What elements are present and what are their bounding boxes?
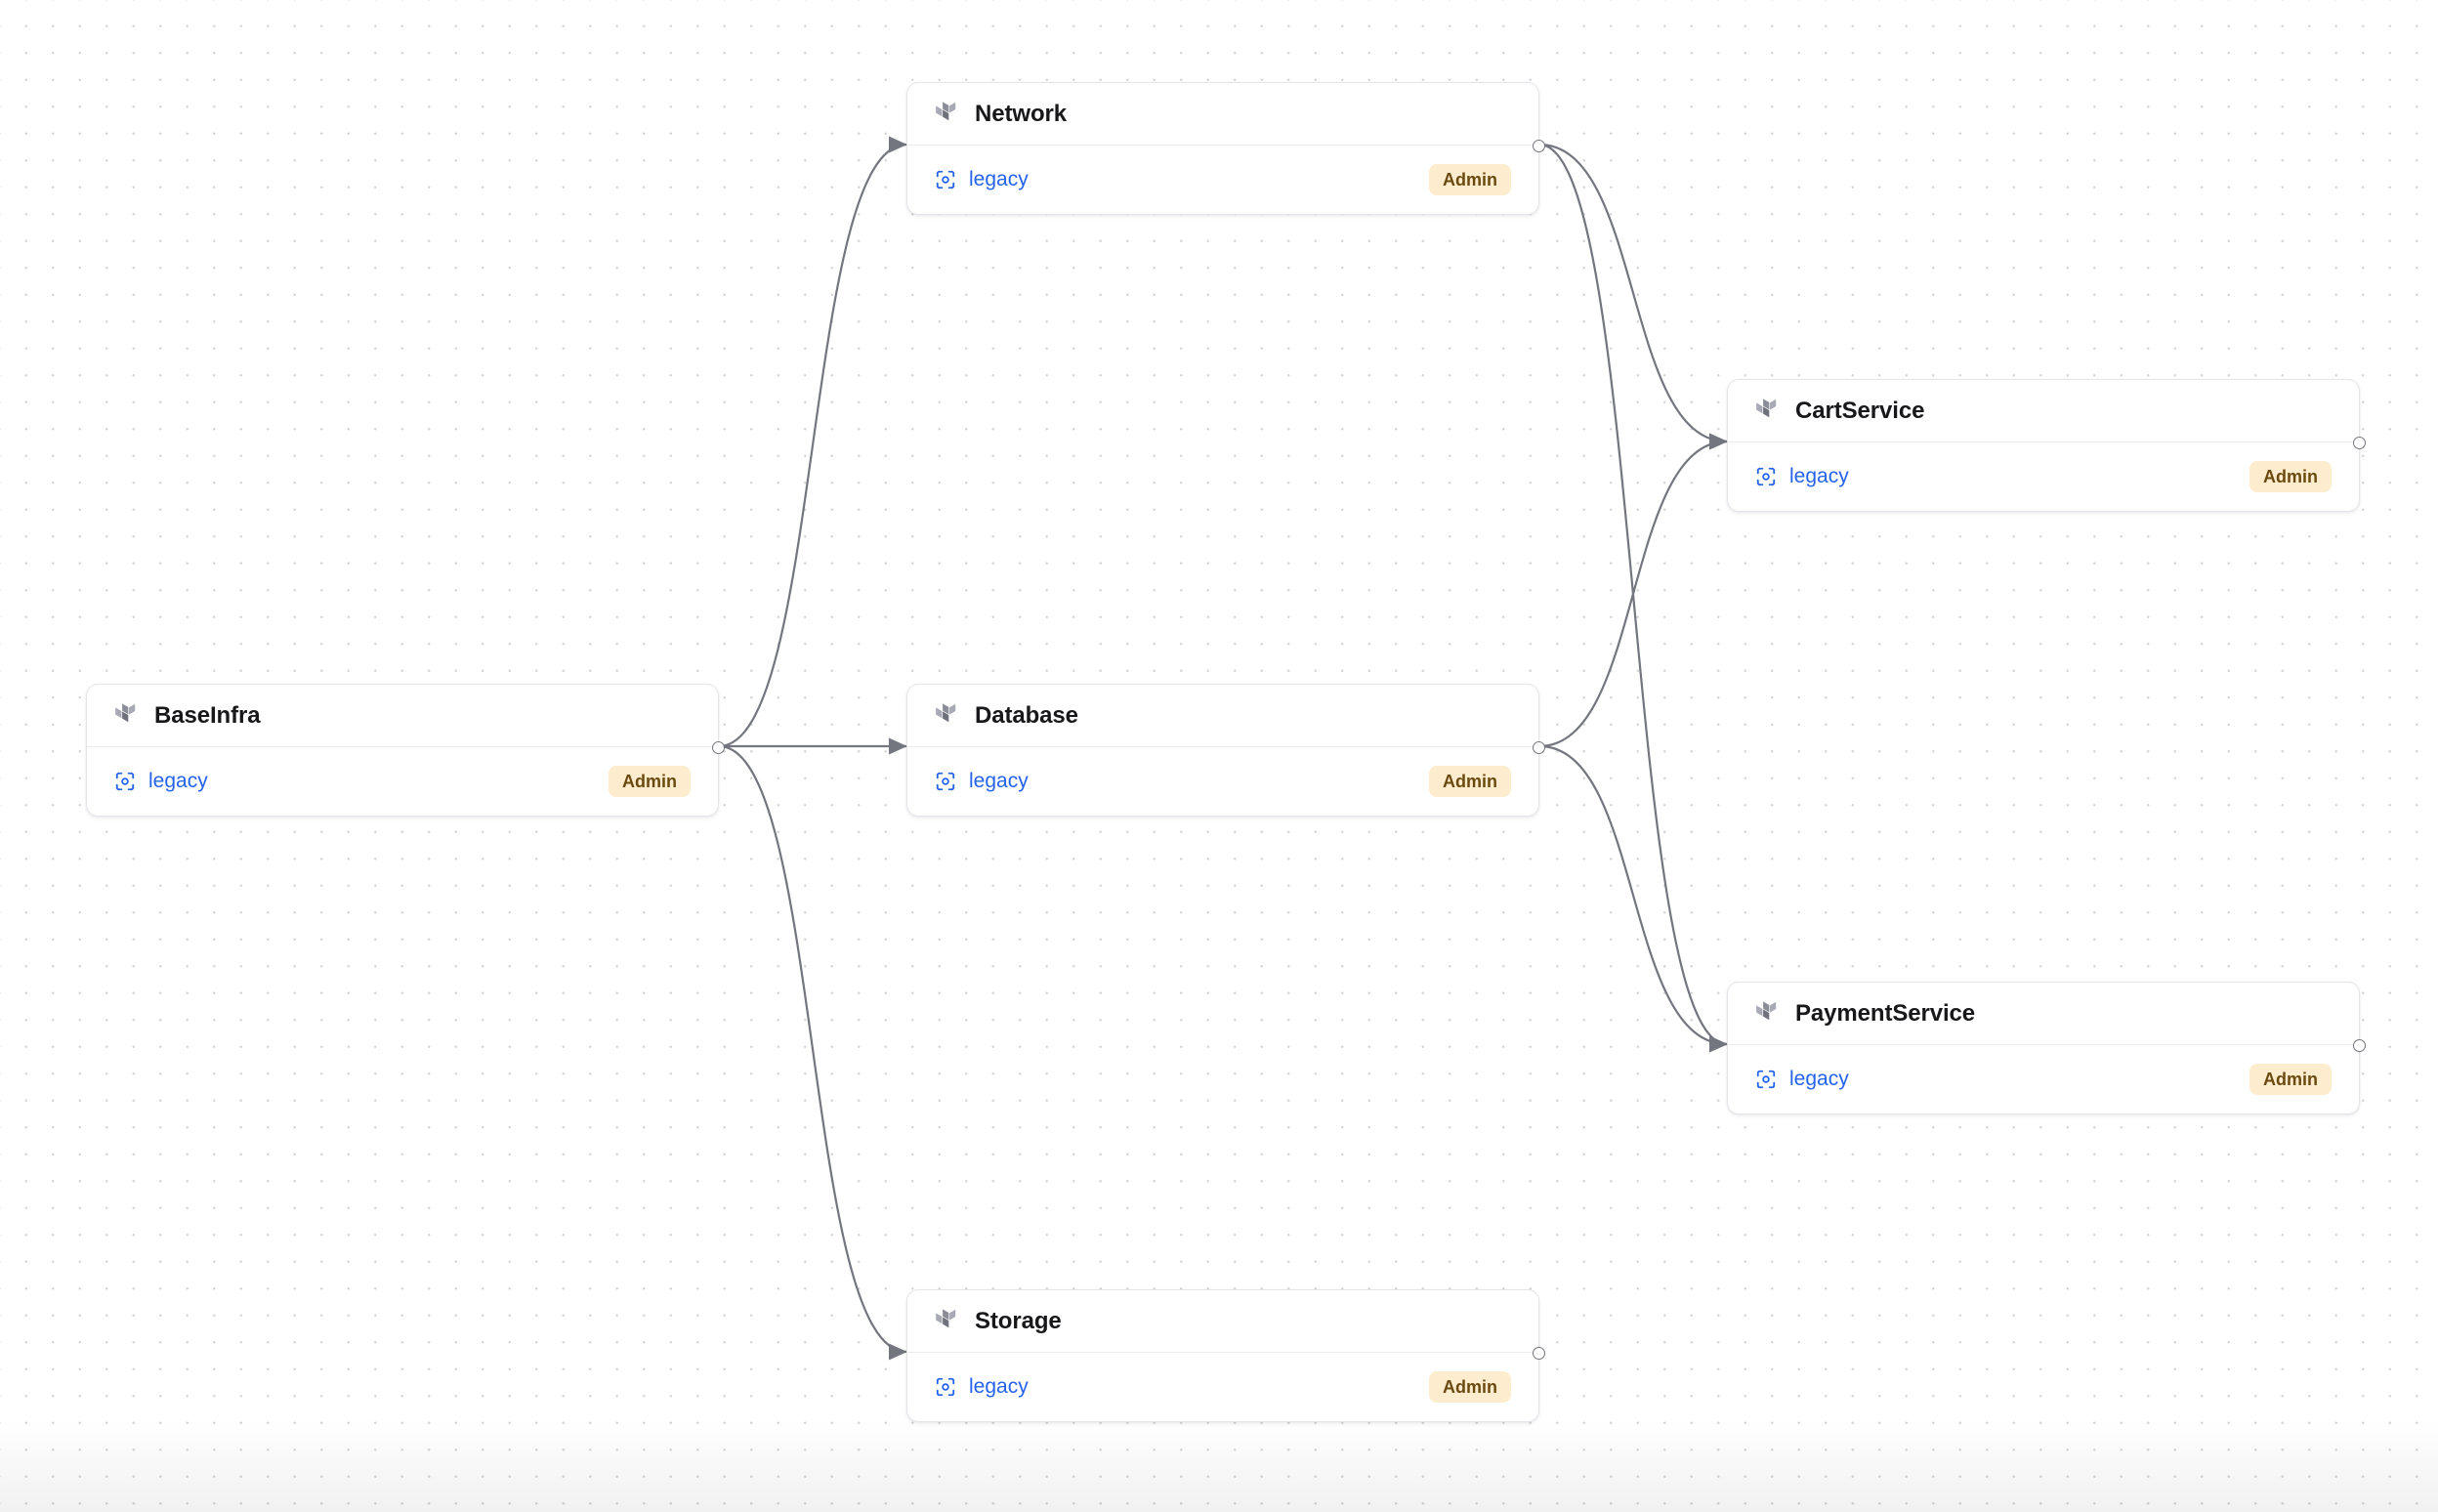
node-body: legacy Admin [907,146,1538,214]
graph-node-database[interactable]: Database legacy Admin [906,684,1545,817]
source-handle[interactable] [1533,139,1545,152]
source-handle[interactable] [2353,436,2366,449]
workspace-link[interactable]: legacy [935,1375,1029,1399]
workspace-link[interactable]: legacy [1755,465,1849,488]
scan-target-icon [1756,1070,1776,1089]
graph-node-storage[interactable]: Storage legacy Admin [906,1289,1545,1422]
status-badge: Admin [2249,461,2332,492]
node-header: BaseInfra [87,685,718,747]
graph-edge[interactable] [718,744,907,1361]
node-body: legacy Admin [907,1353,1538,1421]
scan-target-icon [936,772,955,791]
node-title: BaseInfra [154,701,261,729]
workspace-link[interactable]: legacy [935,770,1029,793]
terraform-icon [936,703,956,723]
node-title: Network [975,100,1067,127]
status-badge: Admin [1429,766,1511,797]
scan-target-icon [1756,467,1776,486]
terraform-icon [1756,399,1777,418]
scan-target-icon [936,170,955,189]
graph-edge[interactable] [1538,744,1728,1053]
source-handle[interactable] [1533,1346,1545,1360]
graph-node-paymentservice[interactable]: PaymentService legacy Admin [1727,982,2366,1114]
workspace-link[interactable]: legacy [935,168,1029,191]
graph-edge[interactable] [1538,433,1728,748]
terraform-icon [1756,1001,1777,1021]
graph-edge[interactable] [718,136,907,748]
status-badge: Admin [1429,164,1511,195]
node-header: CartService [1728,380,2359,442]
node-body: legacy Admin [87,747,718,816]
node-body: legacy Admin [1728,1045,2359,1113]
node-header: Database [907,685,1538,747]
workspace-link[interactable]: legacy [114,770,208,793]
status-badge: Admin [2249,1064,2332,1095]
node-body: legacy Admin [1728,442,2359,511]
node-title: Storage [975,1307,1062,1334]
status-badge: Admin [609,766,691,797]
node-header: PaymentService [1728,983,2359,1045]
scan-target-icon [115,772,135,791]
terraform-icon [936,1309,956,1328]
workspace-name: legacy [969,168,1029,190]
scan-target-icon [936,1377,955,1397]
viewport-bottom-shadow [0,1418,2438,1512]
node-body: legacy Admin [907,747,1538,816]
node-title: CartService [1795,397,1925,424]
workspace-link[interactable]: legacy [1755,1068,1849,1091]
node-title: PaymentService [1795,999,1976,1027]
workspace-name: legacy [1789,465,1849,487]
node-header: Storage [907,1290,1538,1353]
workspace-name: legacy [148,770,208,792]
graph-node-baseinfra[interactable]: BaseInfra legacy Admin [86,684,725,817]
source-handle[interactable] [2353,1038,2366,1052]
workspace-name: legacy [969,770,1029,792]
graph-node-network[interactable]: Network legacy Admin [906,82,1545,215]
workspace-name: legacy [1789,1068,1849,1090]
workspace-name: legacy [969,1375,1029,1398]
source-handle[interactable] [1533,740,1545,754]
status-badge: Admin [1429,1371,1511,1403]
source-handle[interactable] [712,740,725,754]
node-header: Network [907,83,1538,146]
node-title: Database [975,701,1078,729]
graph-edge[interactable] [1538,143,1728,450]
graph-edge[interactable] [1538,143,1728,1053]
graph-node-cartservice[interactable]: CartService legacy Admin [1727,379,2366,512]
terraform-icon [936,102,956,121]
terraform-icon [115,703,136,723]
